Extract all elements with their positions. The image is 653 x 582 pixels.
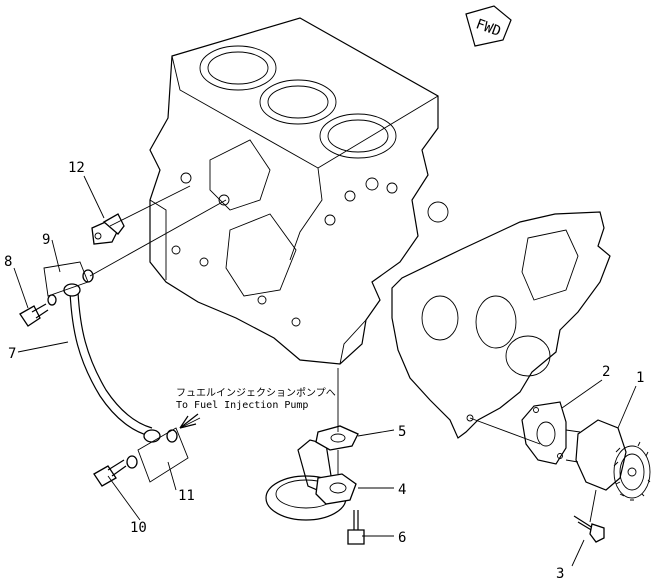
strainer-gasket	[315, 425, 359, 451]
oil-pump-gasket	[521, 401, 567, 465]
callout-4: 4	[398, 482, 406, 498]
oil-strainer	[265, 439, 357, 521]
callout-7: 7	[8, 346, 16, 362]
oil-pump	[565, 419, 651, 501]
callout-8: 8	[4, 254, 12, 270]
cylinder-block	[149, 17, 449, 365]
pump-bolt	[573, 515, 605, 543]
upper-eye-bolt	[19, 303, 49, 327]
leader-lines	[13, 175, 637, 567]
note-english: To Fuel Injection Pump	[176, 400, 308, 411]
fwd-label: FWD	[474, 16, 503, 40]
callout-12: 12	[68, 160, 85, 176]
callout-9: 9	[42, 232, 50, 248]
lower-eye-bolt	[93, 459, 127, 487]
front-plate	[391, 211, 611, 439]
strainer-bolt	[347, 510, 365, 545]
callout-6: 6	[398, 530, 406, 546]
oil-pipe	[63, 283, 161, 443]
callout-11: 11	[178, 488, 195, 504]
fwd-direction-arrow: FWD	[465, 5, 512, 47]
callout-3: 3	[556, 566, 564, 582]
callout-1: 1	[636, 370, 644, 386]
note-japanese: フュエルインジェクションポンプへ	[176, 387, 336, 399]
callout-5: 5	[398, 424, 406, 440]
lower-washers	[126, 429, 178, 469]
callout-10: 10	[130, 520, 147, 536]
oil-pressure-switch	[91, 213, 125, 245]
callout-2: 2	[602, 364, 610, 380]
